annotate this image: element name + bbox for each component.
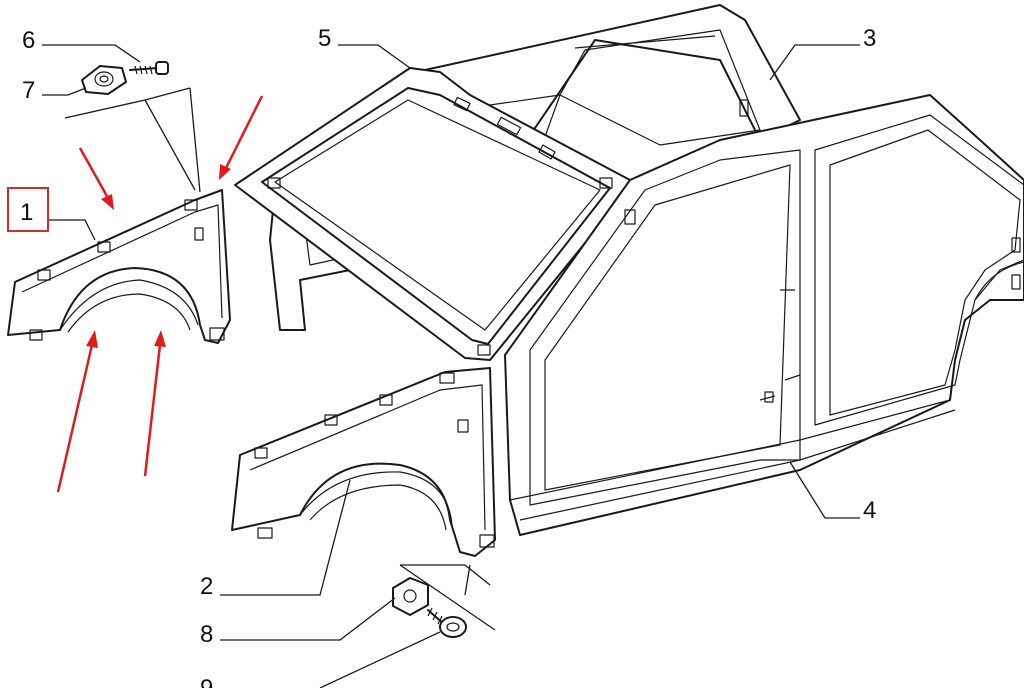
part-4-body-side-panel [504, 94, 1024, 536]
callout-label-9: 9 [200, 675, 213, 688]
leader-line-8 [220, 597, 396, 641]
callout-label-8: 8 [200, 621, 213, 648]
callout-label-1: 1 [20, 199, 33, 226]
callout-label-5: 5 [318, 25, 331, 52]
callout-1-highlight-box [7, 187, 49, 232]
group-bracket-upper [64, 87, 201, 193]
part-2-front-fender [231, 367, 496, 557]
red-arrow-lower-left [56, 330, 98, 493]
callout-label-3: 3 [863, 25, 876, 52]
leader-line-2 [220, 479, 351, 596]
leader-line-3 [769, 44, 860, 81]
screw-6 [129, 61, 169, 75]
red-arrow-lower-right [143, 330, 166, 477]
clip-7 [81, 65, 127, 95]
red-arrow-upper-left [78, 147, 114, 210]
nut-8 [392, 577, 429, 616]
callout-label-6: 6 [22, 27, 35, 54]
leader-line-7 [42, 87, 87, 96]
leader-line-4 [789, 461, 860, 519]
red-arrow-upper-right [219, 95, 264, 180]
leader-line-6 [42, 44, 141, 63]
leader-line-9 [319, 631, 441, 688]
leader-line-1 [48, 219, 96, 241]
screw-9 [427, 607, 467, 638]
callout-label-4: 4 [863, 497, 876, 524]
part-1-front-fender [7, 189, 231, 344]
callout-label-7: 7 [22, 77, 35, 104]
part-5-windshield-frame [234, 67, 631, 361]
group-bracket-lower [399, 564, 496, 631]
callout-label-2: 2 [200, 573, 213, 600]
leader-line-5 [338, 44, 411, 69]
